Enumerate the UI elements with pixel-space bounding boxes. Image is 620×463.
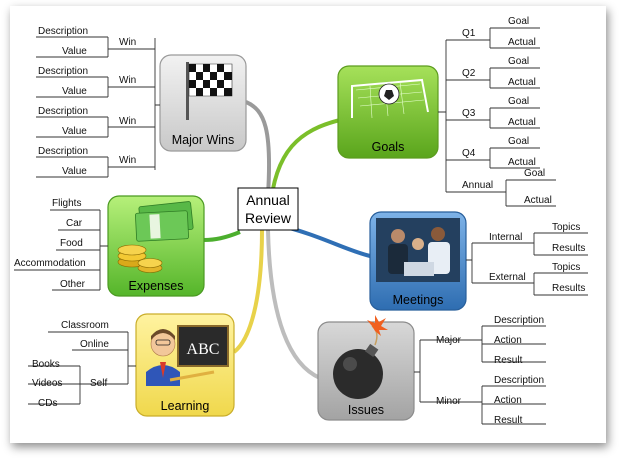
- internal-label: Internal: [489, 232, 522, 243]
- meetings-tree: Internal Topics Results External Topics …: [466, 222, 588, 296]
- q3-label: Q3: [462, 108, 476, 119]
- issues-title: Issues: [348, 403, 384, 417]
- goal-label: Goal: [508, 136, 529, 147]
- description-label: Description: [38, 66, 88, 77]
- goal-q3: Q3 Goal Actual: [446, 96, 540, 129]
- cds-label: CDs: [38, 398, 57, 409]
- win-label: Win: [119, 116, 136, 127]
- external-label: External: [489, 272, 526, 283]
- business-meeting-photo-icon: [376, 218, 460, 282]
- results-label: Results: [552, 243, 585, 254]
- value-label: Value: [62, 46, 87, 57]
- actual-label: Actual: [508, 37, 536, 48]
- online-label: Online: [80, 339, 109, 350]
- actual-label: Actual: [508, 157, 536, 168]
- topics-label: Topics: [552, 222, 580, 233]
- expense-other: Other: [60, 279, 86, 290]
- classroom-label: Classroom: [61, 320, 109, 331]
- goal-q1: Q1 Goal Actual: [446, 16, 540, 49]
- major-wins-tree: Win Description Value Win Description Va…: [36, 26, 160, 178]
- win-label: Win: [119, 155, 136, 166]
- goals-hub[interactable]: Goals: [337, 65, 439, 159]
- description-label: Description: [38, 26, 88, 37]
- self-label: Self: [90, 378, 107, 389]
- win-group-2: Win Description Value: [36, 66, 155, 98]
- issue-minor: Minor Description Action Result: [420, 375, 546, 426]
- meeting-external: External Topics Results: [472, 262, 588, 296]
- center-title-line2: Review: [245, 210, 292, 226]
- branch-major-wins: [245, 100, 272, 196]
- center-node[interactable]: Annual Review: [237, 187, 299, 231]
- goal-label: Goal: [508, 96, 529, 107]
- actual-label: Actual: [508, 117, 536, 128]
- actual-label: Actual: [508, 77, 536, 88]
- goal-q4: Q4 Goal Actual: [446, 136, 540, 169]
- value-label: Value: [62, 86, 87, 97]
- goal-q2: Q2 Goal Actual: [446, 56, 540, 89]
- soccer-goal-icon: [351, 78, 429, 119]
- goal-annual: Annual Goal Actual: [446, 168, 556, 207]
- major-wins-hub[interactable]: Major Wins: [159, 54, 247, 152]
- win-label: Win: [119, 37, 136, 48]
- win-group-3: Win Description Value: [36, 106, 155, 138]
- annual-label: Annual: [462, 180, 493, 191]
- checkered-flag-icon: [186, 62, 233, 120]
- expense-accommodation: Accommodation: [14, 258, 86, 269]
- issue-major: Major Description Action Result: [420, 315, 546, 366]
- videos-label: Videos: [32, 378, 62, 389]
- topics-label: Topics: [552, 262, 580, 273]
- meetings-title: Meetings: [393, 293, 444, 307]
- goal-label: Goal: [508, 56, 529, 67]
- win-group-4: Win Description Value: [36, 146, 155, 178]
- minor-label: Minor: [436, 396, 462, 407]
- expenses-title: Expenses: [129, 279, 184, 293]
- expense-flights: Flights: [52, 198, 81, 209]
- q2-label: Q2: [462, 68, 476, 79]
- description-label: Description: [38, 106, 88, 117]
- issues-tree: Major Description Action Result Minor De…: [414, 315, 546, 426]
- goals-tree: Q1 Goal Actual Q2 Goal Actual Q3 Goal Ac…: [438, 16, 556, 207]
- learning-title: Learning: [161, 399, 210, 413]
- issues-hub[interactable]: Issues: [317, 315, 415, 421]
- description-label: Description: [38, 146, 88, 157]
- value-label: Value: [62, 166, 87, 177]
- branch-expenses: [203, 230, 241, 242]
- teacher-chalkboard-icon: ABC: [146, 325, 229, 386]
- bomb-icon: [333, 315, 388, 399]
- expenses-tree: Flights Car Food Accommodation Other: [14, 198, 108, 291]
- result-label: Result: [494, 415, 523, 426]
- expenses-hub[interactable]: Expenses: [107, 195, 205, 297]
- expense-car: Car: [66, 218, 83, 229]
- goals-title: Goals: [372, 140, 405, 154]
- value-label: Value: [62, 126, 87, 137]
- major-wins-title: Major Wins: [172, 133, 235, 147]
- description-label: Description: [494, 375, 544, 386]
- actual-label: Actual: [524, 195, 552, 206]
- major-label: Major: [436, 335, 462, 346]
- meeting-internal: Internal Topics Results: [472, 222, 588, 256]
- win-group-1: Win Description Value: [36, 26, 155, 58]
- branch-issues: [266, 229, 321, 380]
- results-label: Results: [552, 283, 585, 294]
- expense-food: Food: [60, 238, 83, 249]
- action-label: Action: [494, 395, 522, 406]
- goal-label: Goal: [524, 168, 545, 179]
- books-label: Books: [32, 359, 60, 370]
- meetings-hub[interactable]: Meetings: [369, 211, 467, 311]
- learning-tree: Classroom Online Self Books Videos CDs: [28, 320, 136, 409]
- result-label: Result: [494, 355, 523, 366]
- win-label: Win: [119, 75, 136, 86]
- branch-learning: [232, 229, 264, 354]
- q4-label: Q4: [462, 148, 476, 159]
- money-icon: [117, 201, 194, 273]
- description-label: Description: [494, 315, 544, 326]
- learning-hub[interactable]: ABC Learning: [135, 313, 235, 417]
- goal-label: Goal: [508, 16, 529, 27]
- q1-label: Q1: [462, 28, 476, 39]
- center-title-line1: Annual: [246, 192, 290, 208]
- svg-text:ABC: ABC: [187, 341, 220, 358]
- action-label: Action: [494, 335, 522, 346]
